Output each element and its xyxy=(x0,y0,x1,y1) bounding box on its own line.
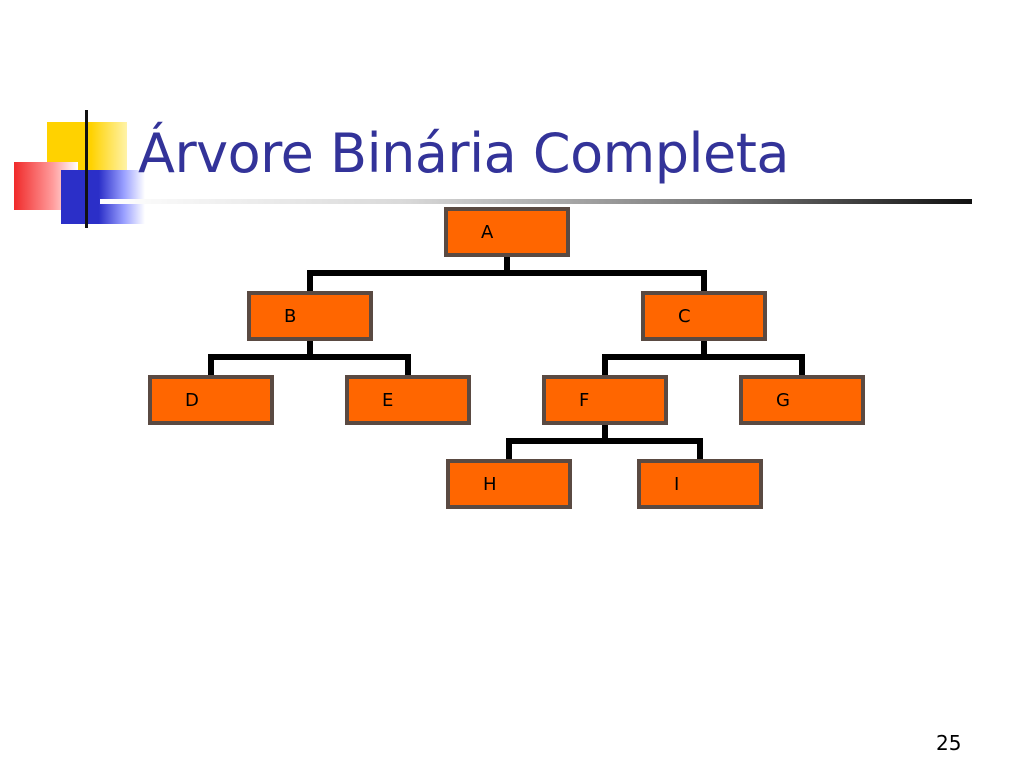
tree-node-label: D xyxy=(185,390,199,411)
tree-node-C: C xyxy=(641,291,767,341)
tree-node-box xyxy=(637,459,763,509)
page-number: 25 xyxy=(936,731,962,755)
tree-node-label: C xyxy=(678,306,691,327)
tree-node-E: E xyxy=(345,375,471,425)
blue-square-decoration xyxy=(61,170,145,224)
tree-node-label: F xyxy=(579,390,589,411)
tree-node-label: B xyxy=(284,306,296,327)
tree-node-label: H xyxy=(483,474,497,495)
tree-node-box xyxy=(446,459,572,509)
slide-title: Árvore Binária Completa xyxy=(138,122,789,185)
tree-node-box xyxy=(345,375,471,425)
tree-node-label: I xyxy=(674,474,679,495)
tree-node-box xyxy=(542,375,668,425)
tree-node-B: B xyxy=(247,291,373,341)
tree-node-D: D xyxy=(148,375,274,425)
tree-node-I: I xyxy=(637,459,763,509)
decorative-logo xyxy=(0,0,160,240)
tree-node-A: A xyxy=(444,207,570,257)
tree-node-box xyxy=(641,291,767,341)
tree-node-box xyxy=(444,207,570,257)
tree-node-F: F xyxy=(542,375,668,425)
tree-node-box xyxy=(247,291,373,341)
tree-node-H: H xyxy=(446,459,572,509)
title-underline xyxy=(100,199,972,204)
tree-node-box xyxy=(739,375,865,425)
tree-node-label: G xyxy=(776,390,790,411)
tree-node-label: A xyxy=(481,222,494,243)
tree-node-box xyxy=(148,375,274,425)
tree-node-G: G xyxy=(739,375,865,425)
tree-node-label: E xyxy=(382,390,393,411)
vertical-line-decoration xyxy=(85,110,88,228)
